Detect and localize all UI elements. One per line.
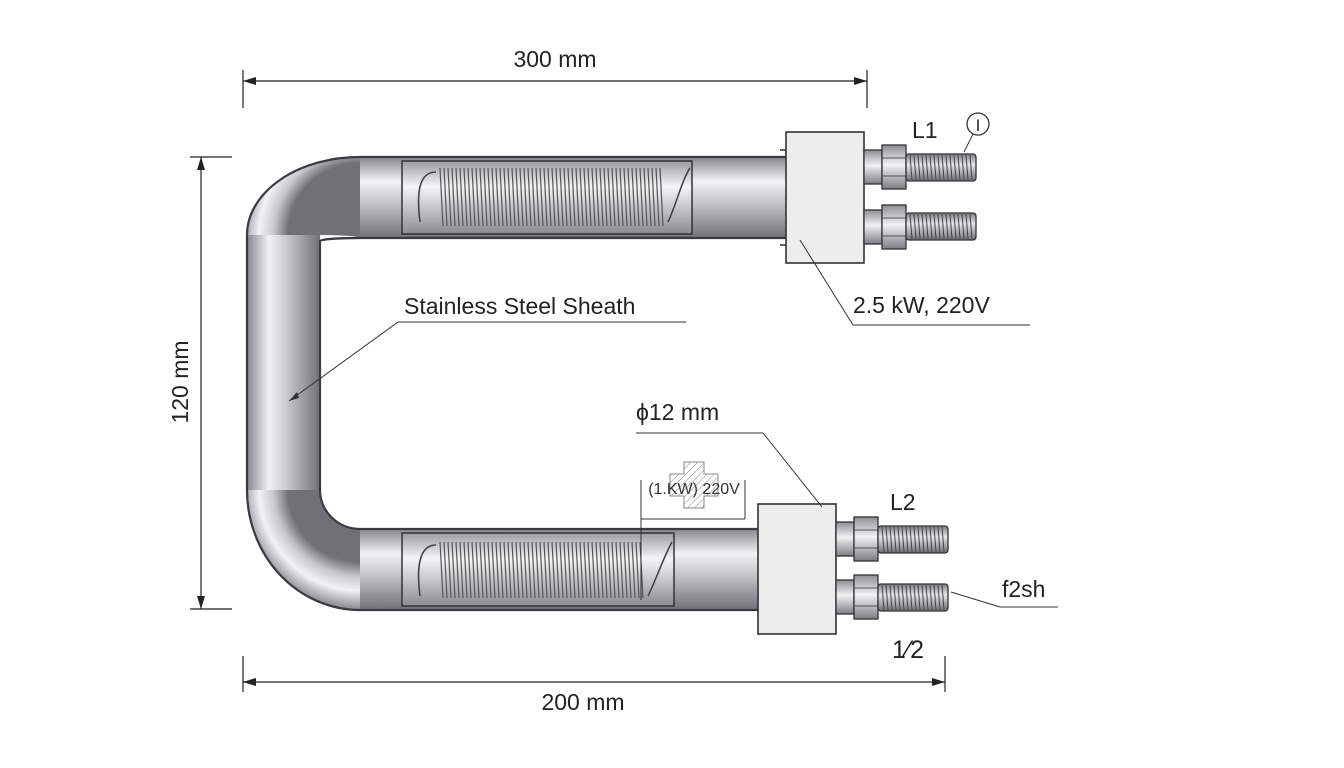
callout-rating: 2.5 kW, 220V	[799, 239, 1030, 326]
dimension-top-label: 300 mm	[513, 46, 596, 72]
tube-bottom-bend	[247, 490, 360, 610]
thread-label: f2sh	[1002, 576, 1045, 602]
tube-vertical-run	[247, 235, 320, 490]
callout-diameter: ϕ12 mm	[636, 399, 823, 508]
callout-thread: f2sh	[950, 576, 1058, 608]
dimension-bottom-label: 200 mm	[541, 689, 624, 715]
coil-window-bottom	[401, 532, 675, 607]
terminal-block-top	[785, 131, 865, 264]
cross-hatch-icon	[669, 461, 719, 509]
circle-i-icon: I	[966, 112, 990, 136]
svg-text:I: I	[976, 116, 981, 135]
dimension-bottom-width: 200 mm	[242, 656, 946, 715]
terminal-bolt-l1	[863, 144, 977, 190]
coil-window-top	[401, 160, 693, 235]
tube-top-bend	[247, 157, 360, 238]
rating-label: 2.5 kW, 220V	[853, 292, 990, 318]
terminal-bolt-2	[863, 204, 977, 250]
dimension-top-width: 300 mm	[242, 46, 868, 108]
terminal-block-bottom	[757, 503, 837, 635]
callout-sheath: Stainless Steel Sheath	[288, 293, 686, 402]
sheath-label: Stainless Steel Sheath	[404, 293, 635, 319]
stamp-label: (1.KW) 220V	[648, 481, 740, 498]
dimension-height-label: 120 mm	[167, 340, 193, 423]
terminal-label-l2: L2	[890, 489, 916, 515]
fraction-label: 1⁄2	[892, 636, 924, 664]
terminal-bolt-4	[835, 574, 949, 620]
dimension-height: 120 mm	[167, 156, 232, 610]
terminal-bolt-l2	[835, 516, 949, 562]
diameter-label: ϕ12 mm	[636, 399, 719, 425]
terminal-label-l1: L1	[912, 117, 938, 143]
callout-stamp: (1.KW) 220V	[640, 461, 746, 600]
